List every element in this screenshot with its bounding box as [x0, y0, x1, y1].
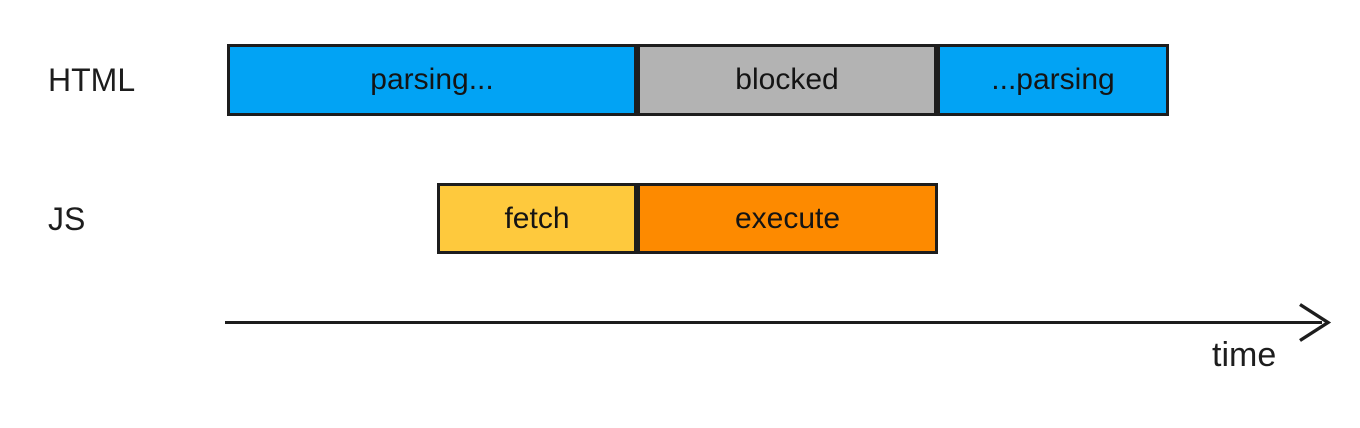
row-label-js: JS: [48, 200, 86, 237]
time-axis-label: time: [1212, 336, 1277, 374]
bar-segment-parsing-after: ...parsing: [937, 44, 1169, 116]
row-label-html: HTML: [48, 62, 136, 98]
bar-segment-execute: execute: [637, 183, 938, 254]
bar-segment-fetch: fetch: [437, 183, 637, 254]
arrowhead-icon: [1299, 303, 1332, 342]
bar-segment-blocked: blocked: [637, 44, 937, 116]
bar-segment-parsing-before: parsing...: [227, 44, 637, 116]
